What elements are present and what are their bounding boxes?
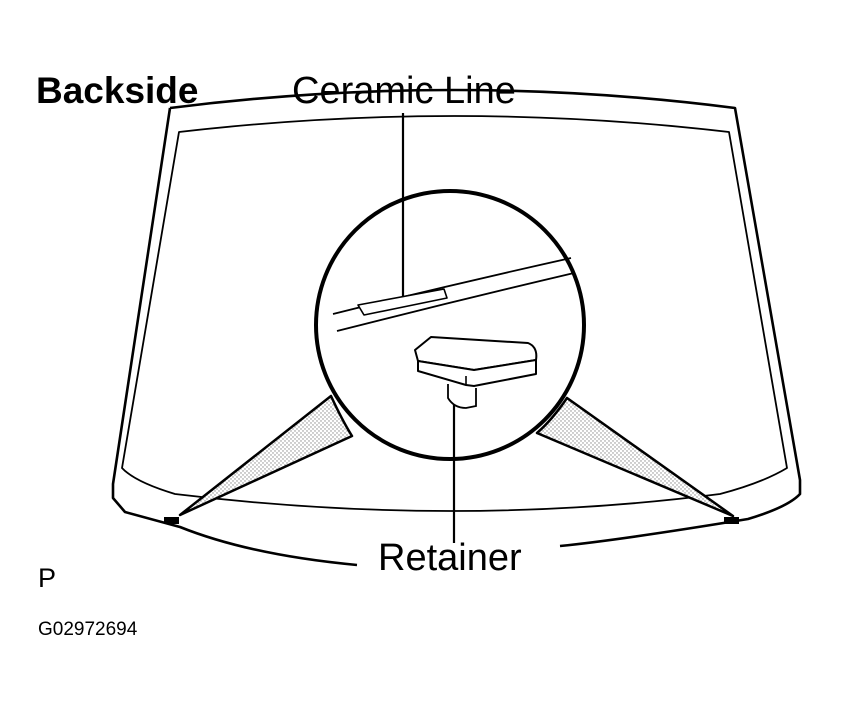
right-callout-wedge [535,396,735,518]
windshield-outer-edge [111,88,802,567]
left-retainer-mark [164,517,179,524]
left-callout-wedge [178,394,354,517]
figure-id-label: G02972694 [38,619,138,640]
detail-magnifier-circle [314,189,586,461]
retainer-label: Retainer [378,537,522,579]
ceramic-line-marker [357,288,448,316]
right-retainer-mark [724,517,739,524]
view-code-label: P [38,563,57,593]
magnified-ceramic-edge [336,272,575,332]
retainer-clip-front [417,359,537,387]
retainer-clip-stem [447,384,477,409]
backside-label: Backside [36,70,199,111]
ceramic-border-line [121,115,788,512]
ceramic-line-label: Ceramic Line [292,70,516,112]
